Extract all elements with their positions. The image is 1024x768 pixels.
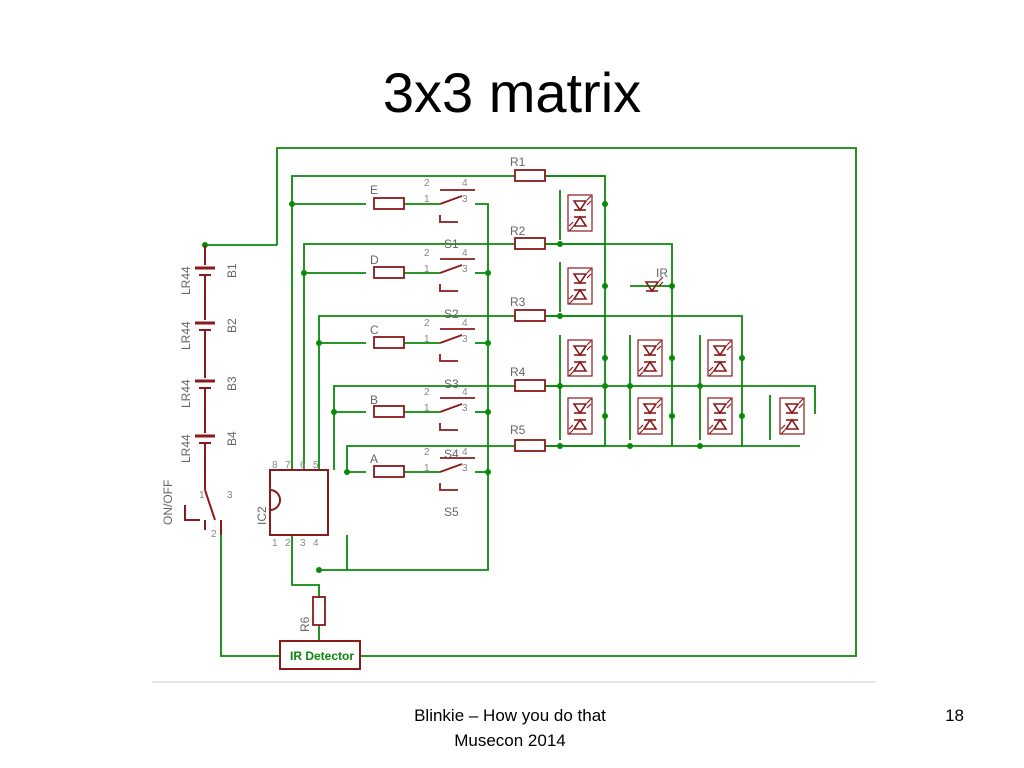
ic2-chip: [269, 469, 329, 536]
ir-detector-box: [279, 640, 361, 670]
svg-text:7: 7: [285, 460, 291, 471]
svg-text:1: 1: [199, 490, 205, 501]
input-b-label: B: [370, 393, 378, 407]
resistors: [312, 169, 546, 626]
ir-led-label: IR: [656, 266, 668, 280]
b1-label: B1: [225, 263, 239, 278]
svg-text:4: 4: [462, 248, 468, 259]
battery-type-1: LR44: [179, 266, 193, 295]
battery-type-3: LR44: [179, 379, 193, 408]
battery-type-2: LR44: [179, 321, 193, 350]
led-pair-r3c1: [568, 340, 592, 376]
r5-label: R5: [510, 423, 526, 437]
svg-text:1: 1: [424, 334, 430, 345]
slide-title: 3x3 matrix: [382, 61, 642, 124]
slide-number: 18: [945, 706, 964, 725]
switch-pin-numbers: 2 4 1 3 2 4 1 3 2 4 1 3 2 4 1 3 2 4 1 3: [424, 178, 468, 474]
batteries: [195, 245, 215, 490]
b4-label: B4: [225, 431, 239, 446]
svg-text:1: 1: [272, 538, 278, 549]
power-switch: [184, 489, 222, 535]
svg-text:1: 1: [424, 463, 430, 474]
svg-text:2: 2: [211, 529, 217, 540]
svg-text:2: 2: [285, 538, 291, 549]
svg-text:6: 6: [300, 460, 306, 471]
ir-detector-label: IR Detector: [290, 649, 354, 663]
led-pair-r4c2: [638, 398, 662, 434]
input-e-label: E: [370, 183, 378, 197]
svg-text:5: 5: [313, 460, 319, 471]
svg-text:3: 3: [462, 194, 468, 205]
r6-label: R6: [298, 616, 312, 632]
led-pair-r4c3: [708, 398, 732, 434]
svg-text:3: 3: [462, 264, 468, 275]
s4-label: S4: [444, 447, 459, 461]
footer-line2: Musecon 2014: [454, 731, 566, 750]
led-pair-r4c1: [568, 398, 592, 434]
switches: [439, 189, 475, 491]
svg-text:3: 3: [300, 538, 306, 549]
led-pair-r3c3: [708, 340, 732, 376]
s2-label: S2: [444, 307, 459, 321]
svg-text:3: 3: [462, 463, 468, 474]
b2-label: B2: [225, 318, 239, 333]
input-d-label: D: [370, 253, 379, 267]
led-matrix: [568, 195, 804, 434]
svg-text:3: 3: [227, 490, 233, 501]
svg-text:1: 1: [424, 194, 430, 205]
circuit-schematic: R1 R2 R3 R4 R5 R6 E D C B A S1 S2 S3 S4 …: [152, 147, 876, 683]
svg-text:4: 4: [462, 447, 468, 458]
svg-text:2: 2: [424, 447, 430, 458]
ic2-label: IC2: [255, 506, 269, 525]
svg-text:2: 2: [424, 248, 430, 259]
svg-text:8: 8: [272, 460, 278, 471]
s1-label: S1: [444, 237, 459, 251]
r2-label: R2: [510, 224, 526, 238]
r1-label: R1: [510, 155, 526, 169]
s3-label: S3: [444, 377, 459, 391]
input-c-label: C: [370, 323, 379, 337]
svg-text:2: 2: [424, 387, 430, 398]
footer-line1: Blinkie – How you do that: [414, 706, 606, 725]
power-switch-label: ON/OFF: [161, 480, 175, 525]
svg-text:3: 3: [462, 403, 468, 414]
led-pair-r4c4: [780, 398, 804, 434]
s5-label: S5: [444, 505, 459, 519]
svg-text:4: 4: [313, 538, 319, 549]
svg-text:4: 4: [462, 318, 468, 329]
r4-label: R4: [510, 365, 526, 379]
junctions: [202, 201, 745, 573]
led-pair-r1: [568, 195, 592, 231]
ic2-pins: 8 7 6 5 1 2 3 4: [272, 460, 319, 549]
battery-type-4: LR44: [179, 434, 193, 463]
led-pair-r3c2: [638, 340, 662, 376]
svg-text:1: 1: [424, 403, 430, 414]
svg-text:4: 4: [462, 387, 468, 398]
svg-text:4: 4: [462, 178, 468, 189]
wires: [205, 147, 857, 657]
svg-text:2: 2: [424, 318, 430, 329]
b3-label: B3: [225, 376, 239, 391]
input-a-label: A: [370, 452, 378, 466]
svg-text:3: 3: [462, 334, 468, 345]
svg-text:2: 2: [424, 178, 430, 189]
led-pair-r2: [568, 268, 592, 304]
r3-label: R3: [510, 295, 526, 309]
svg-text:1: 1: [424, 264, 430, 275]
